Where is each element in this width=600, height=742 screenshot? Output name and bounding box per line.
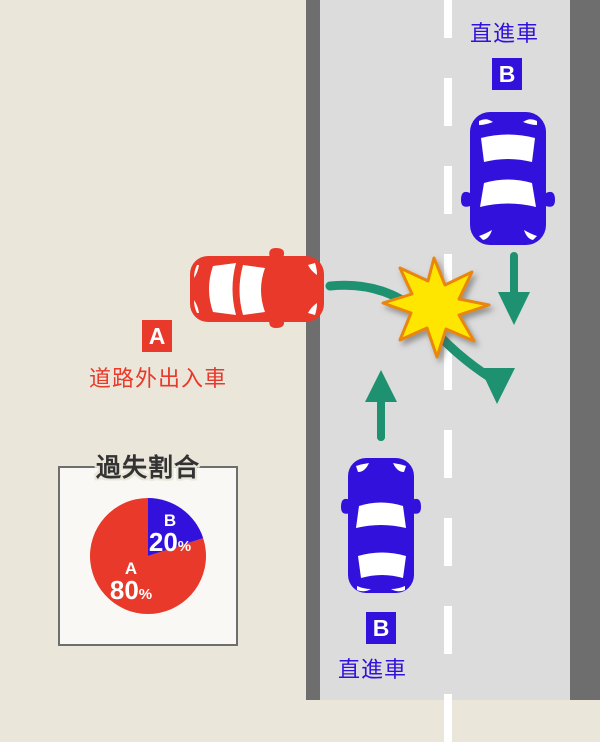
pie-slice-b xyxy=(148,498,204,556)
pie-label-b: B 20% xyxy=(142,512,198,555)
lane-dash xyxy=(444,78,452,126)
diagram-canvas: B 直進車 A 道路外出入車 B 直進車 過失割合 B 20% A 80% xyxy=(58,0,600,742)
collision-star-icon xyxy=(381,256,491,359)
lane-dash xyxy=(444,342,452,390)
pie-svg xyxy=(89,498,206,614)
badge-b-top: B xyxy=(492,58,522,90)
lane-dash xyxy=(444,166,452,214)
pie-label-a-name: A xyxy=(124,559,138,578)
blue-car-bottom xyxy=(341,458,421,593)
caption-b-bottom: 直進車 xyxy=(338,657,408,682)
caption-b-top: 直進車 xyxy=(470,21,540,46)
lane-dash xyxy=(444,430,452,478)
pie-slice-a xyxy=(89,498,206,614)
lane-dash xyxy=(444,606,452,654)
blue-car-top xyxy=(461,112,555,245)
caption-a: 道路外出入車 xyxy=(89,366,228,391)
pie-label-a-value: 80% xyxy=(109,575,153,605)
badge-a: A xyxy=(142,320,172,352)
badge-b-bottom: B xyxy=(366,612,396,644)
lane-dash xyxy=(444,0,452,38)
lane-dash xyxy=(444,518,452,566)
arrow-b-bottom-up xyxy=(365,370,397,441)
arrow-b-top-down xyxy=(498,252,530,325)
lane-dash xyxy=(444,694,452,742)
left-curb xyxy=(306,0,320,700)
fault-ratio-title: 過失割合 xyxy=(95,454,200,482)
pie-label-b-value: 20% xyxy=(148,527,192,557)
pie-label-a: A 80% xyxy=(96,560,166,603)
red-car-party-a xyxy=(190,248,324,328)
lane-dash xyxy=(444,254,452,302)
right-curb xyxy=(570,0,600,700)
pie-label-b-name: B xyxy=(163,511,177,530)
vehicles-and-arrows-layer xyxy=(190,112,555,593)
fault-ratio-pie-chart: B 20% A 80% xyxy=(89,498,206,614)
